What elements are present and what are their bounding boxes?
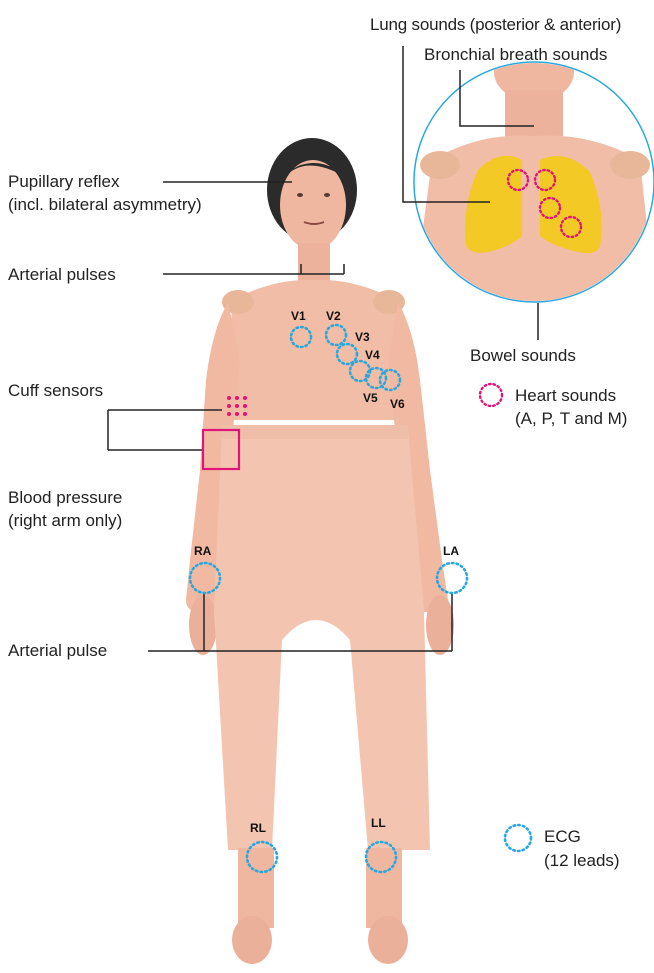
label-arterial-pulses: Arterial pulses (8, 264, 116, 285)
manikin-right-leg (238, 848, 274, 928)
tag-v6: V6 (390, 397, 405, 411)
label-cuff-sensors: Cuff sensors (8, 380, 103, 401)
tag-rl: RL (250, 821, 266, 835)
tag-v3: V3 (355, 330, 370, 344)
label-blood-pressure: Blood pressure (8, 487, 122, 508)
tag-v5: V5 (363, 391, 378, 405)
manikin-neck (298, 243, 330, 281)
tag-ll: LL (371, 816, 386, 830)
label-bronchial-breath-sounds: Bronchial breath sounds (424, 44, 607, 65)
label-heart-sounds-detail: (A, P, T and M) (515, 408, 627, 429)
tag-v4: V4 (365, 348, 380, 362)
manikin-figure (186, 138, 454, 964)
heart-legend-marker (480, 384, 502, 406)
cuff-sensor-dots (227, 396, 247, 416)
tag-v1: V1 (291, 309, 306, 323)
ecg-legend-marker (505, 825, 531, 851)
label-blood-pressure-detail: (right arm only) (8, 510, 122, 531)
label-arterial-pulse: Arterial pulse (8, 640, 107, 661)
manikin-head (280, 160, 346, 250)
chest-inset (412, 42, 654, 310)
label-lung-sounds: Lung sounds (posterior & anterior) (370, 14, 621, 35)
tag-ra: RA (194, 544, 212, 558)
tag-v2: V2 (326, 309, 341, 323)
label-pupillary-reflex: Pupillary reflex (8, 171, 120, 192)
tag-la: LA (443, 544, 459, 558)
label-ecg: ECG (544, 826, 581, 847)
label-heart-sounds: Heart sounds (515, 385, 616, 406)
label-ecg-detail: (12 leads) (544, 850, 620, 871)
manikin-left-leg (366, 848, 402, 928)
label-bowel-sounds: Bowel sounds (470, 345, 576, 366)
label-pupillary-reflex-detail: (incl. bilateral asymmetry) (8, 194, 202, 215)
manikin-pants (214, 430, 430, 850)
